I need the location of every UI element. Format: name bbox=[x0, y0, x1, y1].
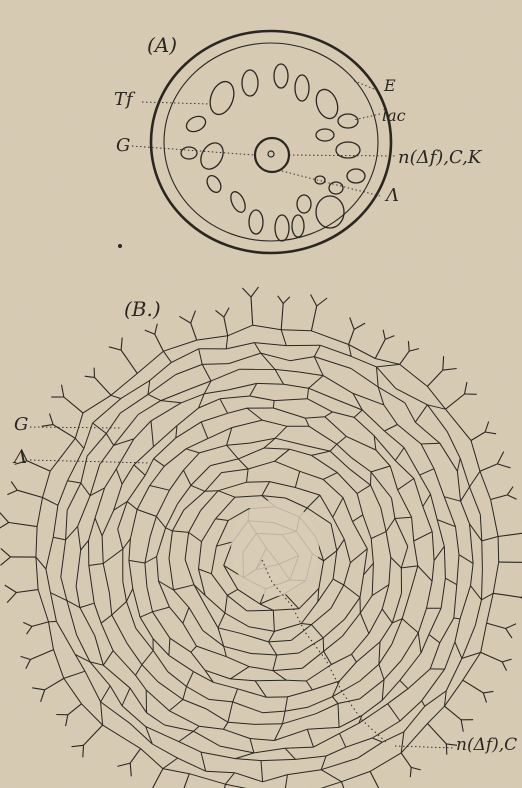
cell-wall bbox=[205, 491, 218, 492]
panel-b-label: (B.) bbox=[124, 297, 161, 321]
ink-dot bbox=[118, 244, 122, 248]
label-g-b: G bbox=[14, 414, 28, 435]
label-g: G bbox=[116, 135, 130, 156]
label-n-a: n(Δf),C,K bbox=[398, 147, 483, 168]
label-e: E bbox=[383, 76, 396, 95]
cell-wall bbox=[247, 610, 273, 611]
panel-a-label: (A) bbox=[147, 33, 177, 57]
cell-wall bbox=[247, 482, 270, 483]
label-n-b: n(Δf),C bbox=[456, 735, 517, 755]
cell-wall bbox=[482, 541, 483, 570]
cell-wall bbox=[446, 744, 447, 755]
cell-wall bbox=[255, 680, 286, 681]
label-lambda-b: Λ bbox=[12, 447, 27, 468]
cell-wall bbox=[83, 745, 84, 757]
cell-wall bbox=[498, 537, 499, 563]
cell-wall bbox=[49, 621, 57, 622]
cell-wall bbox=[371, 472, 372, 485]
label-lac: lac bbox=[382, 106, 406, 125]
cell-wall bbox=[255, 724, 283, 725]
central-cavity bbox=[231, 500, 319, 596]
label-lambda-a: Λ bbox=[384, 185, 399, 206]
